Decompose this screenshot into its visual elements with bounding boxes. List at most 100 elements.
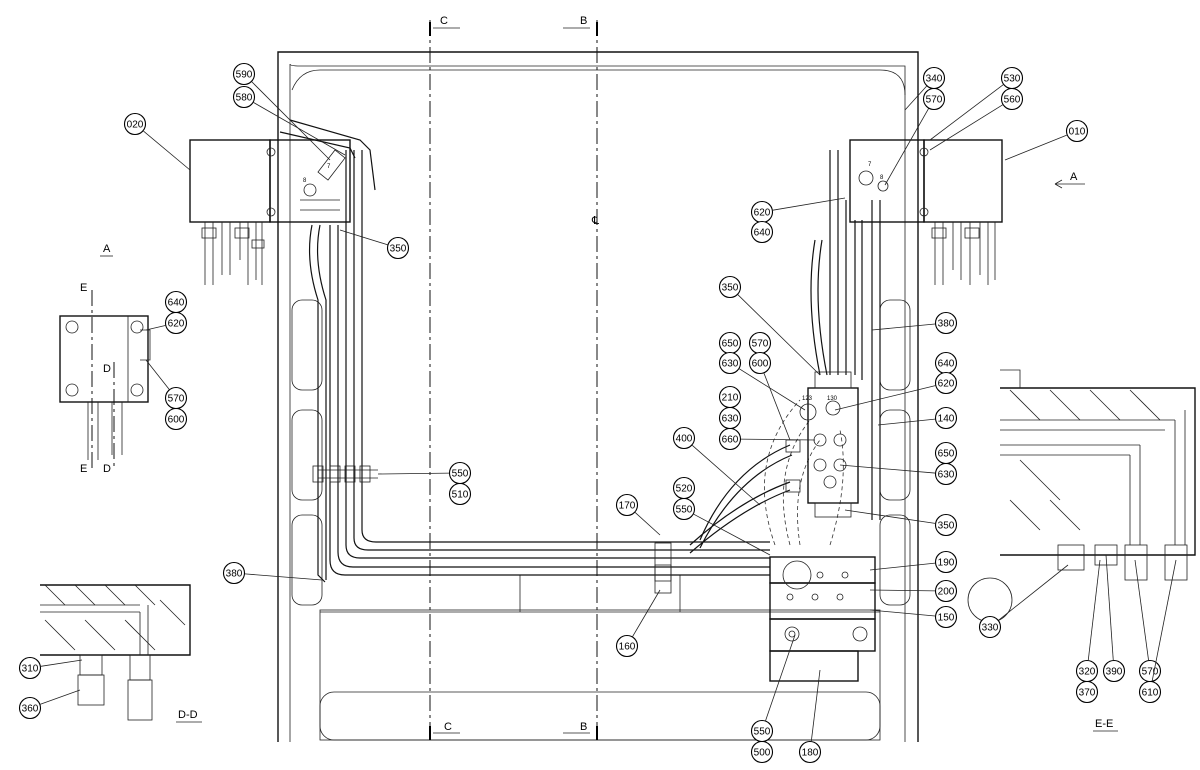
balloon-640a: 640 — [750, 220, 774, 244]
balloon-label: 550 — [452, 469, 469, 480]
balloon-610: 610 — [1138, 559, 1177, 704]
balloon-400: 400 — [672, 426, 761, 506]
balloon-020: 020 — [123, 112, 191, 171]
balloon-label: 660 — [722, 435, 739, 446]
balloon-350a: 350 — [339, 229, 410, 260]
balloon-label: 020 — [127, 120, 144, 131]
balloon-640b: 640 — [934, 351, 958, 375]
balloon-label: 550 — [676, 505, 693, 516]
balloon-510: 510 — [448, 482, 472, 506]
port-8-right: 8 — [880, 175, 884, 181]
section-b-top: B — [580, 15, 587, 27]
balloon-550b: 550 — [377, 461, 472, 485]
balloon-label: 560 — [1004, 95, 1021, 106]
balloon-190: 190 — [869, 550, 958, 574]
balloon-label: 320 — [1079, 667, 1096, 678]
centerline-mark: ℄ — [591, 215, 599, 227]
detail-e-e — [967, 369, 1196, 623]
detail-d-d — [40, 584, 191, 721]
detail-d-d-title: D-D — [178, 709, 198, 721]
balloon-570d: 570 — [1134, 559, 1162, 683]
section-e-top: E — [80, 282, 87, 294]
balloon-label: 150 — [938, 613, 955, 624]
balloon-label: 510 — [452, 490, 469, 501]
balloon-660: 660 — [718, 427, 816, 451]
balloon-label: 590 — [236, 70, 253, 81]
balloon-label: 640 — [168, 298, 185, 309]
balloon-label: 640 — [938, 359, 955, 370]
balloon-630b: 630 — [718, 406, 742, 430]
balloon-label: 570 — [168, 394, 185, 405]
balloon-360: 360 — [18, 689, 81, 720]
balloon-370: 370 — [1075, 680, 1099, 704]
section-d-bottom: D — [103, 463, 111, 475]
balloon-600a: 600 — [748, 351, 791, 441]
section-d-top: D — [103, 363, 111, 375]
balloon-500: 500 — [750, 740, 774, 764]
balloon-label: 350 — [722, 283, 739, 294]
balloon-550a: 550 — [672, 497, 771, 556]
balloon-560: 560 — [929, 87, 1024, 151]
balloon-label: 650 — [722, 339, 739, 350]
balloon-label: 370 — [1079, 688, 1096, 699]
balloon-620b: 620 — [834, 371, 958, 411]
balloon-label: 330 — [982, 623, 999, 634]
distribution-block — [785, 371, 859, 518]
balloon-label: 400 — [676, 434, 693, 445]
balloon-210: 210 — [718, 385, 742, 409]
port-7-left: 7 — [327, 164, 331, 170]
balloon-label: 630 — [938, 470, 955, 481]
pipe-runs — [279, 119, 881, 583]
balloon-390: 390 — [1102, 554, 1126, 683]
balloon-630a: 630 — [718, 351, 806, 411]
balloon-label: 630 — [722, 359, 739, 370]
balloon-label: 360 — [22, 704, 39, 715]
balloon-180: 180 — [798, 669, 822, 764]
manifold-assembly — [654, 542, 876, 682]
balloon-label: 180 — [802, 748, 819, 759]
balloon-label: 620 — [938, 379, 955, 390]
balloon-label: 380 — [938, 319, 955, 330]
balloon-label: 650 — [938, 449, 955, 460]
balloon-label: 570 — [752, 339, 769, 350]
view-arrow-a: A — [1070, 171, 1078, 183]
balloon-590: 590 — [232, 62, 331, 161]
balloon-label: 620 — [754, 208, 771, 219]
balloon-label: 210 — [722, 393, 739, 404]
balloon-350b: 350 — [718, 275, 821, 376]
balloon-170: 170 — [615, 493, 661, 536]
port-123: 123 — [802, 396, 813, 402]
balloon-570c: 570 — [145, 359, 188, 410]
balloon-label: 340 — [926, 74, 943, 85]
balloon-350c: 350 — [844, 509, 958, 537]
balloon-label: 160 — [619, 642, 636, 653]
balloon-label: 620 — [168, 319, 185, 330]
balloon-140: 140 — [877, 406, 958, 430]
balloon-550c: 550 — [750, 634, 796, 743]
machine-frame — [277, 51, 919, 742]
balloon-label: 570 — [926, 95, 943, 106]
section-b-bottom: B — [580, 721, 587, 733]
balloon-310: 310 — [18, 656, 83, 680]
balloon-label: 580 — [236, 93, 253, 104]
port-7-right: 7 — [868, 162, 872, 168]
balloon-150: 150 — [869, 605, 958, 629]
view-a — [59, 290, 151, 470]
valve-block-010 — [849, 139, 1003, 285]
balloon-620a: 620 — [750, 197, 846, 224]
balloon-label: 630 — [722, 414, 739, 425]
balloon-label: 390 — [1106, 667, 1123, 678]
balloon-label: 010 — [1069, 127, 1086, 138]
balloon-label: 520 — [676, 484, 693, 495]
detail-e-e-title: E-E — [1095, 718, 1113, 730]
balloon-200: 200 — [869, 579, 958, 603]
port-130: 130 — [827, 396, 838, 402]
balloon-label: 350 — [390, 244, 407, 255]
part-balloons: 0205905803503405705305600106206403503806… — [18, 62, 1177, 764]
balloon-650b: 650 — [934, 441, 958, 465]
balloon-label: 640 — [754, 228, 771, 239]
balloon-010: 010 — [1004, 119, 1089, 161]
balloon-160: 160 — [615, 589, 661, 658]
balloon-label: 600 — [752, 359, 769, 370]
